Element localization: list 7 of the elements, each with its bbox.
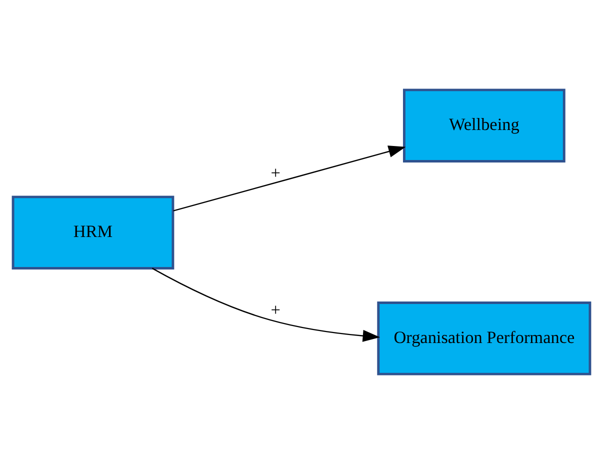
arrow [173,145,406,211]
edge-label: + [270,163,281,182]
node-box: HRM [12,195,174,270]
node-box: Organisation Performance [377,301,592,375]
edge-label: + [270,300,281,319]
arrow [152,267,380,342]
node-box: Wellbeing [402,88,566,162]
